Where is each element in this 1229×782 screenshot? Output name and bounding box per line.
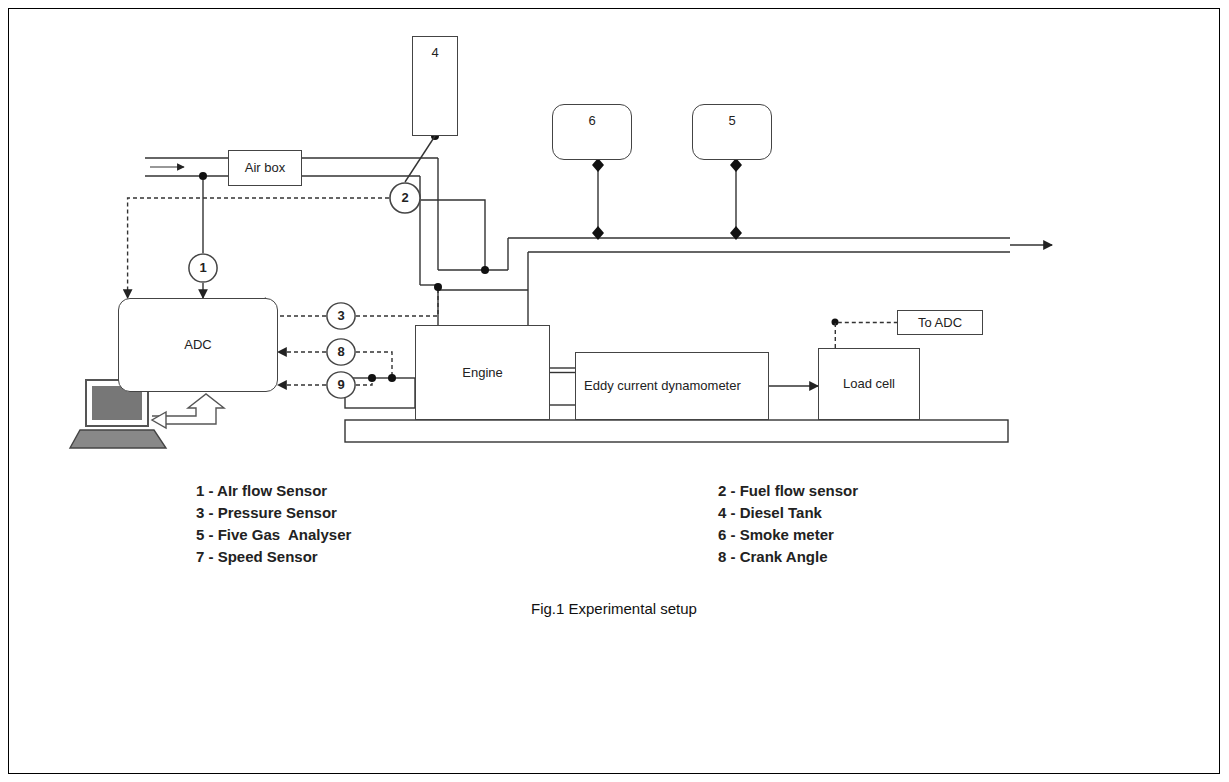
smoke-meter-box: 6 — [552, 104, 632, 160]
speed-sensor: 9 — [326, 371, 356, 399]
dynamometer-box: Eddy current dynamometer — [575, 352, 769, 420]
node-label: Eddy current dynamometer — [576, 378, 768, 394]
fuel-flow-sensor: 2 — [389, 182, 421, 214]
legend-text: 1 - AIr flow Sensor — [196, 482, 327, 499]
legend-text: 3 - Pressure Sensor — [196, 504, 337, 521]
legend-text: 4 - Diesel Tank — [718, 504, 822, 521]
figure-caption: Fig.1 Experimental setup — [531, 600, 697, 617]
node-label: To ADC — [914, 315, 966, 331]
legend-text: 5 - Five Gas Analyser — [196, 526, 351, 543]
engine-box: Engine — [415, 325, 550, 420]
callout-number: 2 — [397, 190, 412, 206]
callout-number: 9 — [333, 377, 348, 393]
adc-box: ADC — [118, 298, 278, 392]
legend-text: 2 - Fuel flow sensor — [718, 482, 858, 499]
to-adc-box: To ADC — [897, 310, 983, 335]
connector-line — [550, 372, 575, 373]
connector-line — [769, 385, 818, 386]
node-label: Load cell — [839, 376, 899, 392]
legend-text: 8 - Crank Angle — [718, 548, 827, 565]
diesel-tank-box: 4 — [412, 36, 458, 136]
gas-analyser-box: 5 — [692, 104, 772, 160]
pressure-sensor: 3 — [326, 302, 356, 330]
signal-line — [278, 384, 326, 385]
node-label: ADC — [180, 337, 215, 353]
connector-line — [202, 283, 203, 298]
node-label: Air box — [241, 160, 289, 176]
signal-line — [835, 323, 897, 349]
node-label: 6 — [584, 113, 599, 129]
air-box: Air box — [228, 150, 302, 186]
crank-angle-sensor: 8 — [326, 338, 356, 366]
signal-line — [128, 198, 389, 298]
callout-number: 3 — [333, 308, 348, 324]
load-cell-box: Load cell — [818, 348, 920, 420]
signal-line — [278, 351, 326, 352]
callout-number: 8 — [333, 344, 348, 360]
node-label: 4 — [427, 45, 442, 61]
legend-text: 7 - Speed Sensor — [196, 548, 318, 565]
legend-text: 6 - Smoke meter — [718, 526, 834, 543]
node-label: Engine — [458, 365, 506, 381]
connector-line — [405, 136, 435, 182]
node-label: 5 — [724, 113, 739, 129]
air-flow-sensor: 1 — [188, 253, 218, 283]
callout-number: 1 — [195, 260, 210, 276]
